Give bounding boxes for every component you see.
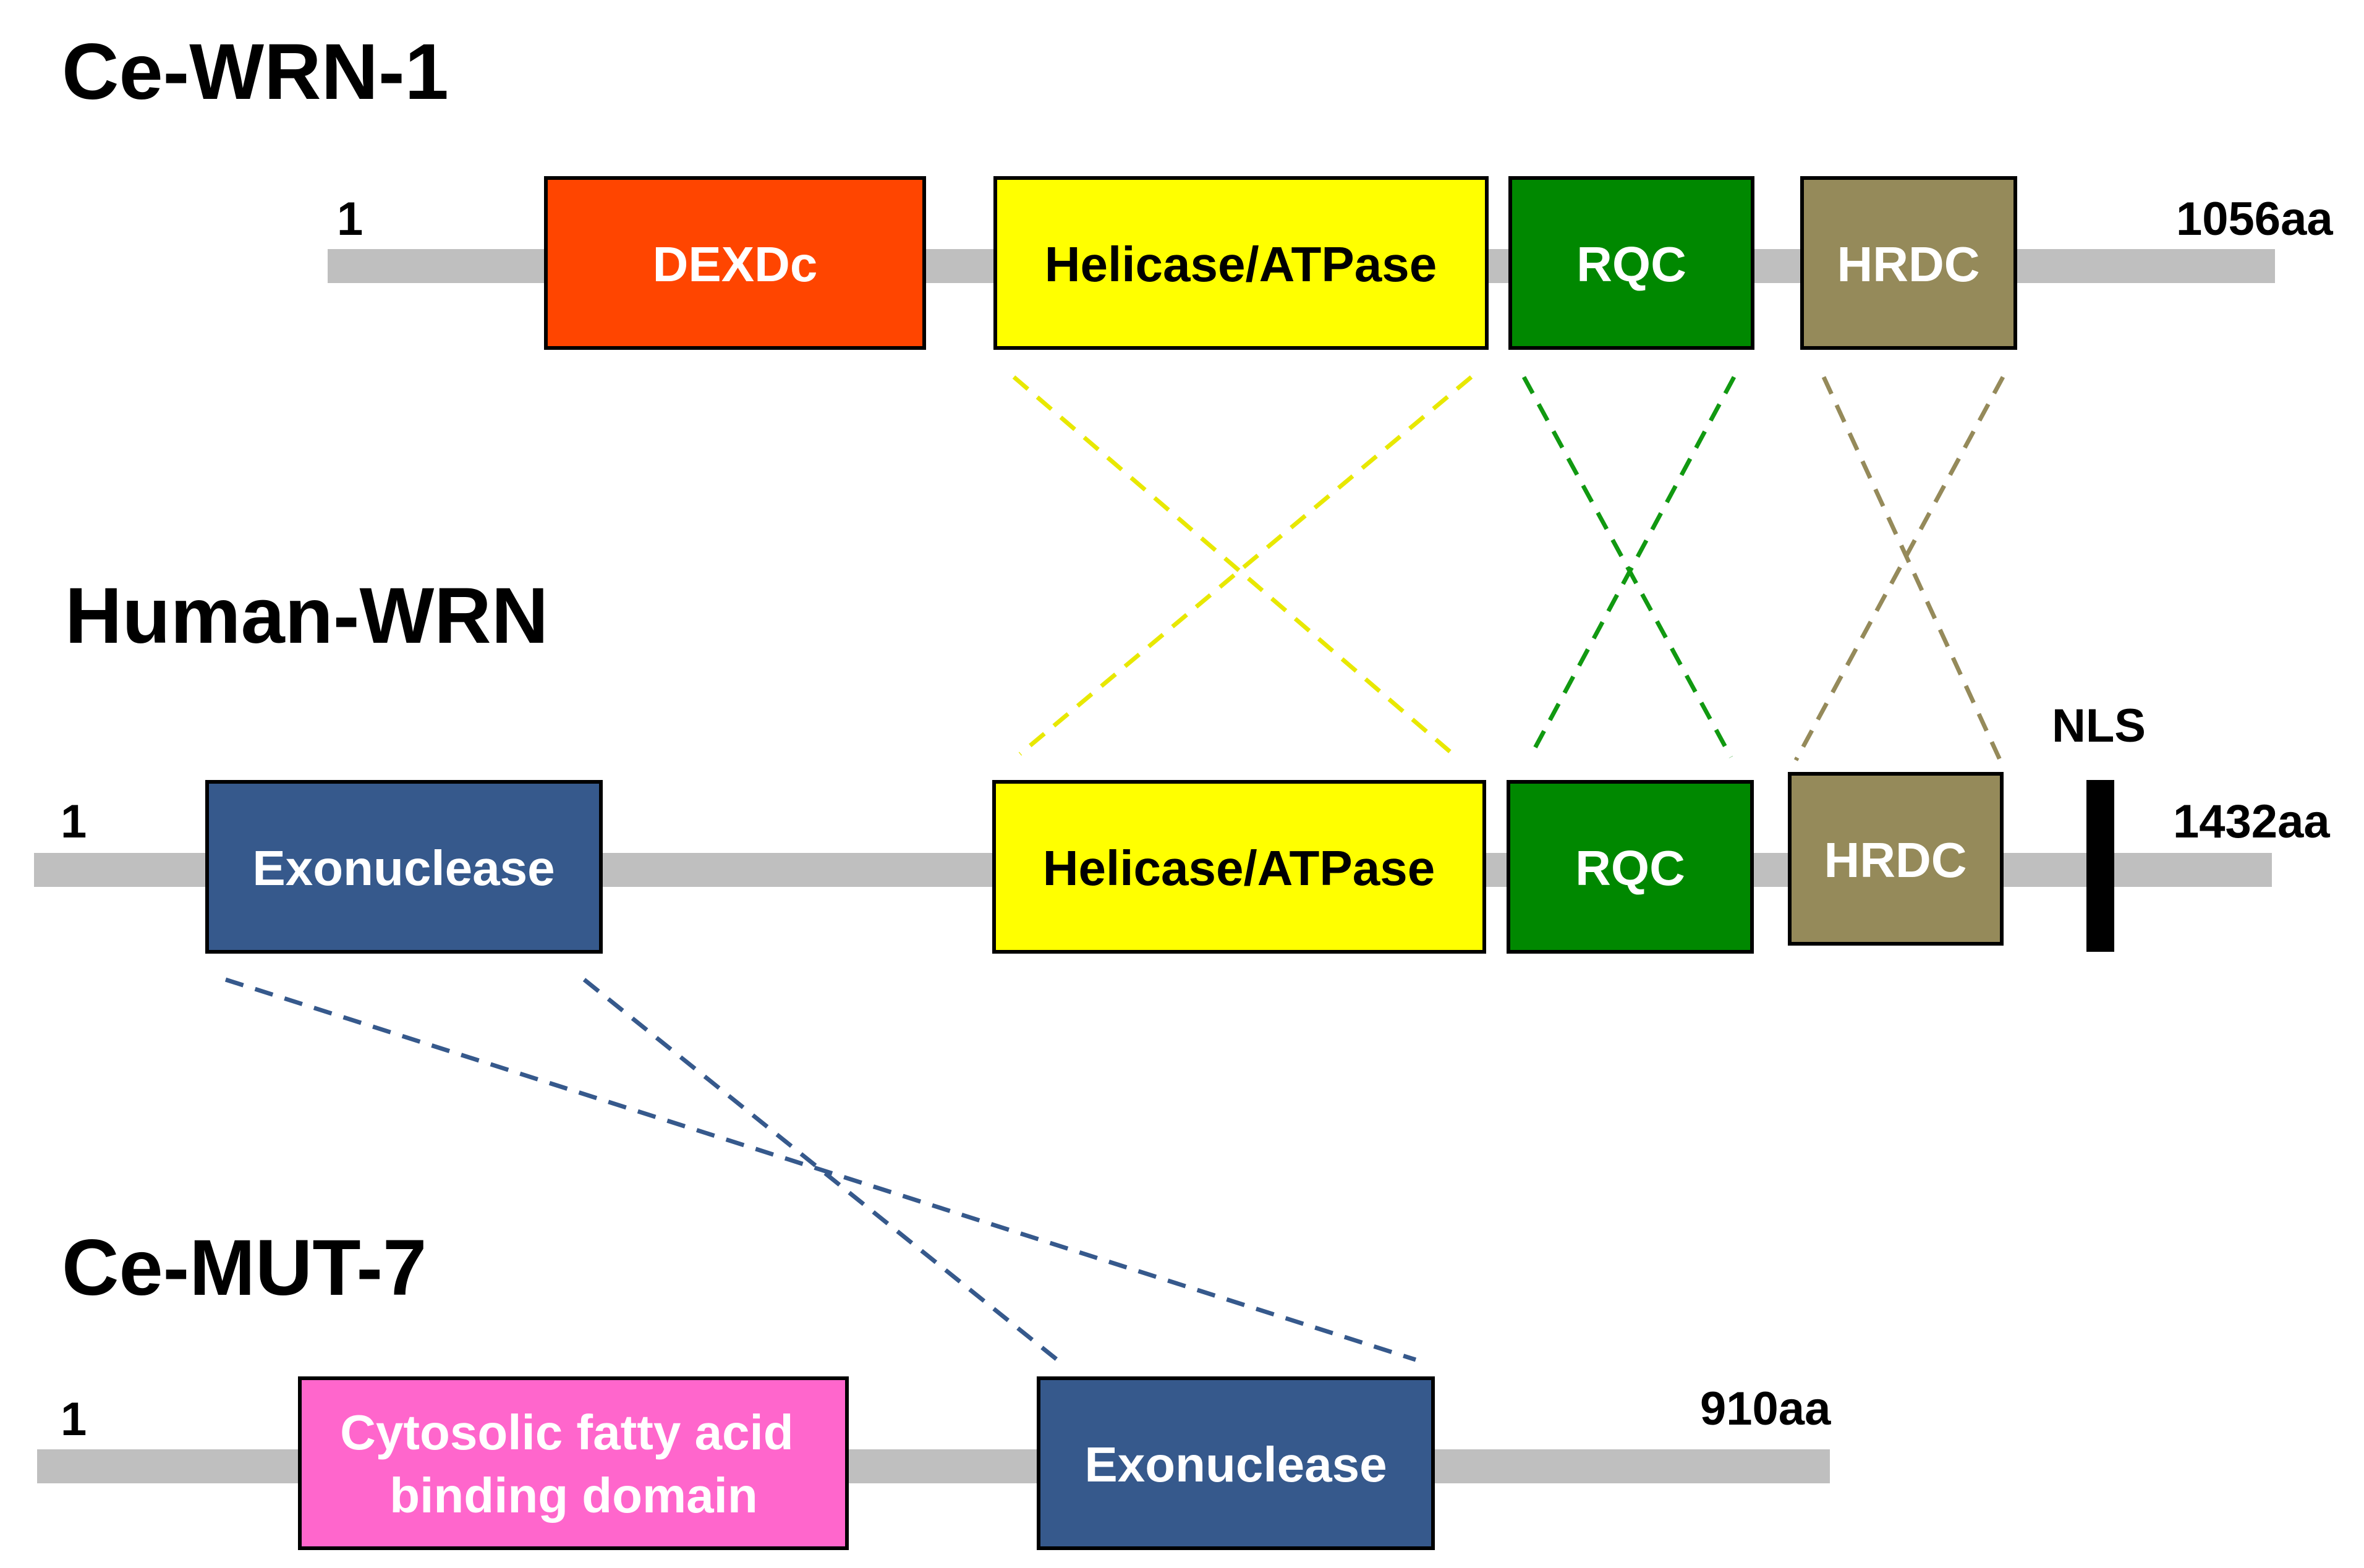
ce-mut-7-end-label: 910aa <box>1700 1383 1831 1435</box>
fatty-acid-binding-label: Cytosolic fatty acid binding domain <box>340 1405 807 1523</box>
human-wrn-end-label: 1432aa <box>2173 795 2330 848</box>
ce-mut-7-title: Ce-MUT-7 <box>62 1224 427 1312</box>
human-wrn-exonuclease-domain <box>205 780 603 954</box>
ce-mut-7-exonuclease-domain <box>1037 1376 1435 1550</box>
helicase-link-line <box>1012 375 1455 756</box>
domain-links <box>224 375 2005 1362</box>
ce-wrn-1-rqc-domain <box>1508 176 1754 350</box>
ce-wrn-1-helicase-label: Helicase/ATPase <box>1045 237 1437 292</box>
ce-mut-7-exonuclease-label: Exonuclease <box>1084 1437 1387 1492</box>
nls-bar <box>2086 780 2114 952</box>
ce-wrn-1-hrdc-label: HRDC <box>1837 237 1979 292</box>
ce-mut-7-protein: Ce-MUT-7 1 910aa Cytosolic fatty acid bi… <box>37 1224 1831 1550</box>
fatty-acid-label-line1: Cytosolic fatty acid <box>340 1405 794 1460</box>
human-wrn-exonuclease-label: Exonuclease <box>252 841 555 896</box>
ce-mut-7-start-label: 1 <box>61 1393 87 1446</box>
dexdc-domain <box>544 176 926 350</box>
human-wrn-start-label: 1 <box>61 795 87 848</box>
ce-wrn-1-protein: Ce-WRN-1 1 1056aa DEXDc Helicase/ATPase … <box>62 28 2333 350</box>
helicase-link-line <box>1018 375 1473 756</box>
human-wrn-rqc-label: RQC <box>1575 841 1685 896</box>
rqc-link-line <box>1521 376 1733 758</box>
fatty-acid-binding-domain <box>298 1376 849 1550</box>
fatty-acid-label-line2: binding domain <box>389 1468 757 1523</box>
ce-wrn-1-title: Ce-WRN-1 <box>62 28 449 116</box>
human-wrn-rqc-domain <box>1507 780 1754 954</box>
ce-wrn-1-end-label: 1056aa <box>2176 193 2333 245</box>
ce-wrn-1-start-label: 1 <box>337 193 363 245</box>
human-wrn-helicase-domain <box>992 780 1486 954</box>
hrdc-link-line <box>1793 376 2005 761</box>
ce-wrn-1-hrdc-domain <box>1800 176 2017 350</box>
rqc-link-line <box>1528 376 1737 758</box>
dexdc-domain-label: DEXDc <box>653 237 818 292</box>
human-wrn-helicase-label: Helicase/ATPase <box>1043 841 1435 896</box>
nls-label: NLS <box>2052 700 2146 752</box>
exonuclease-link-line <box>224 977 1417 1362</box>
human-wrn-protein: Human-WRN 1 1432aa NLS Exonuclease Helic… <box>34 572 2330 954</box>
human-wrn-hrdc-domain <box>1788 772 2004 946</box>
human-wrn-title: Human-WRN <box>65 572 548 660</box>
ce-wrn-1-rqc-label: RQC <box>1576 237 1686 292</box>
hrdc-link-line <box>1821 376 2005 768</box>
exonuclease-link-line <box>582 978 1059 1362</box>
ce-wrn-1-helicase-domain <box>993 176 1489 350</box>
human-wrn-hrdc-label: HRDC <box>1824 833 1966 888</box>
